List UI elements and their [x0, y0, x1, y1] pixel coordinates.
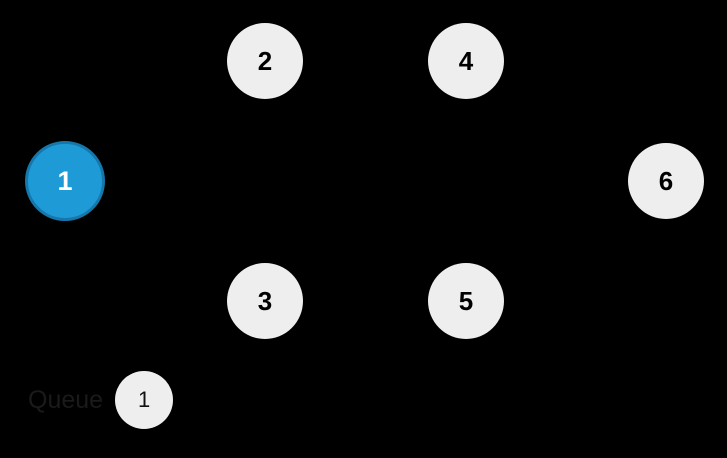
queue-item[interactable]: 1 — [115, 371, 174, 429]
graph-node-4-label: 4 — [458, 46, 474, 76]
queue-bar: Queue 1 — [28, 371, 181, 429]
graph-node-4[interactable]: 4 — [428, 23, 504, 99]
graph-node-6[interactable]: 6 — [628, 143, 704, 219]
graph-node-1-label: 1 — [57, 165, 73, 196]
graph-node-2-label: 2 — [257, 46, 273, 76]
queue-label: Queue — [28, 385, 104, 414]
graph-node-5[interactable]: 5 — [428, 263, 504, 339]
graph-node-3-label: 3 — [257, 286, 273, 316]
graph-node-3[interactable]: 3 — [227, 263, 303, 339]
graph-node-6-label: 6 — [658, 166, 674, 196]
queue-item-label: 1 — [137, 387, 151, 412]
graph-node-2[interactable]: 2 — [227, 23, 303, 99]
graph-node-5-label: 5 — [458, 286, 474, 316]
queue-items: 1 — [115, 371, 181, 429]
graph-node-1[interactable]: 1 — [25, 141, 105, 221]
